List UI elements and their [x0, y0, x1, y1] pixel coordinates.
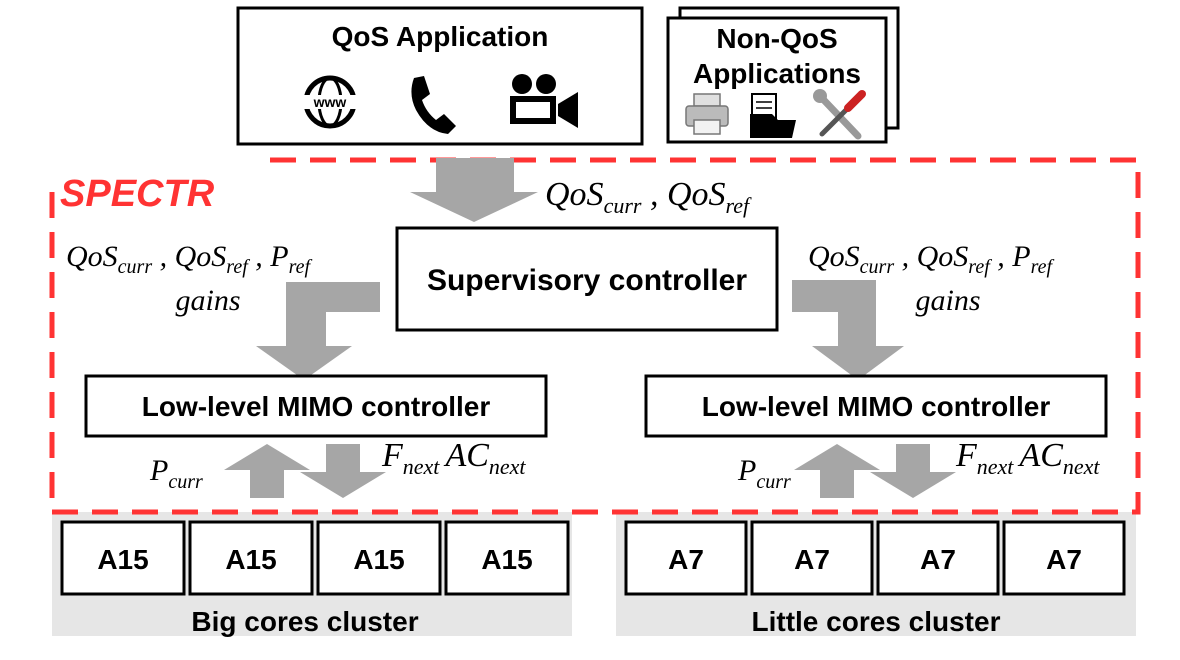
core-label: A7: [794, 544, 830, 575]
core-a7-2: A7: [750, 520, 874, 596]
www-globe-icon: www: [300, 75, 360, 129]
core-label: A7: [920, 544, 956, 575]
right-mimo-label: Low-level MIMO controller: [702, 391, 1051, 422]
left-mimo-label: Low-level MIMO controller: [142, 391, 491, 422]
left-fnext-down-arrow: [300, 444, 386, 498]
left-pcurr-up-arrow: [224, 444, 310, 498]
big-cluster-label: Big cores cluster: [191, 606, 418, 637]
nonqos-applications-box: Non-QoS Applications: [666, 6, 900, 144]
core-a15-3: A15: [316, 520, 442, 596]
printer-icon: [685, 93, 729, 135]
core-label: A15: [481, 544, 532, 575]
right-fnext-down-arrow: [870, 444, 956, 498]
little-cluster-label: Little cores cluster: [752, 606, 1001, 637]
core-label: A15: [225, 544, 276, 575]
arrow-supervisory-to-right-mimo: [792, 280, 904, 380]
big-cores-cluster: A15 A15 A15 A15 Big cores cluster: [52, 512, 572, 637]
video-camera-icon: [510, 74, 578, 128]
little-cores-cluster: A7 A7 A7 A7 Little cores cluster: [616, 512, 1136, 637]
right-gains-label: gains: [915, 284, 980, 317]
core-a7-4: A7: [1002, 520, 1126, 596]
core-a7-3: A7: [876, 520, 1000, 596]
right-signal-label: QoScurr , QoSref , Pref: [808, 240, 1055, 278]
arrow-supervisory-to-left-mimo: [256, 282, 380, 380]
right-mimo-controller-box: Low-level MIMO controller: [644, 374, 1108, 438]
core-a15-4: A15: [444, 520, 570, 596]
spectr-label: SPECTR: [60, 173, 215, 215]
core-label: A15: [97, 544, 148, 575]
core-label: A15: [353, 544, 404, 575]
core-label: A7: [1046, 544, 1082, 575]
core-label: A7: [668, 544, 704, 575]
left-gains-label: gains: [175, 284, 240, 317]
core-a15-1: A15: [60, 520, 186, 596]
right-pcurr-label: Pcurr: [737, 454, 791, 493]
left-pcurr-label: Pcurr: [149, 454, 203, 493]
spectr-boundary: [49, 157, 1141, 515]
core-a15-2: A15: [188, 520, 314, 596]
core-a7-1: A7: [624, 520, 748, 596]
supervisory-label: Supervisory controller: [427, 264, 747, 297]
right-pcurr-up-arrow: [794, 444, 880, 498]
svg-text:www: www: [313, 94, 347, 110]
arrow-app-to-supervisory: [410, 158, 538, 222]
left-signal-label: QoScurr , QoSref , Pref: [66, 240, 313, 278]
folder-documents-icon: [750, 93, 796, 138]
left-mimo-controller-box: Low-level MIMO controller: [84, 374, 548, 438]
qos-application-box: QoS Application www: [236, 6, 644, 146]
tools-icon: [813, 89, 866, 140]
top-signal-label: QoScurr , QoSref: [545, 176, 752, 218]
nonqos-title-line2: Applications: [693, 58, 861, 89]
qos-application-title: QoS Application: [332, 21, 549, 52]
nonqos-title-line1: Non-QoS: [716, 23, 837, 54]
supervisory-controller-box: Supervisory controller: [395, 226, 779, 332]
phone-icon: [411, 76, 456, 134]
